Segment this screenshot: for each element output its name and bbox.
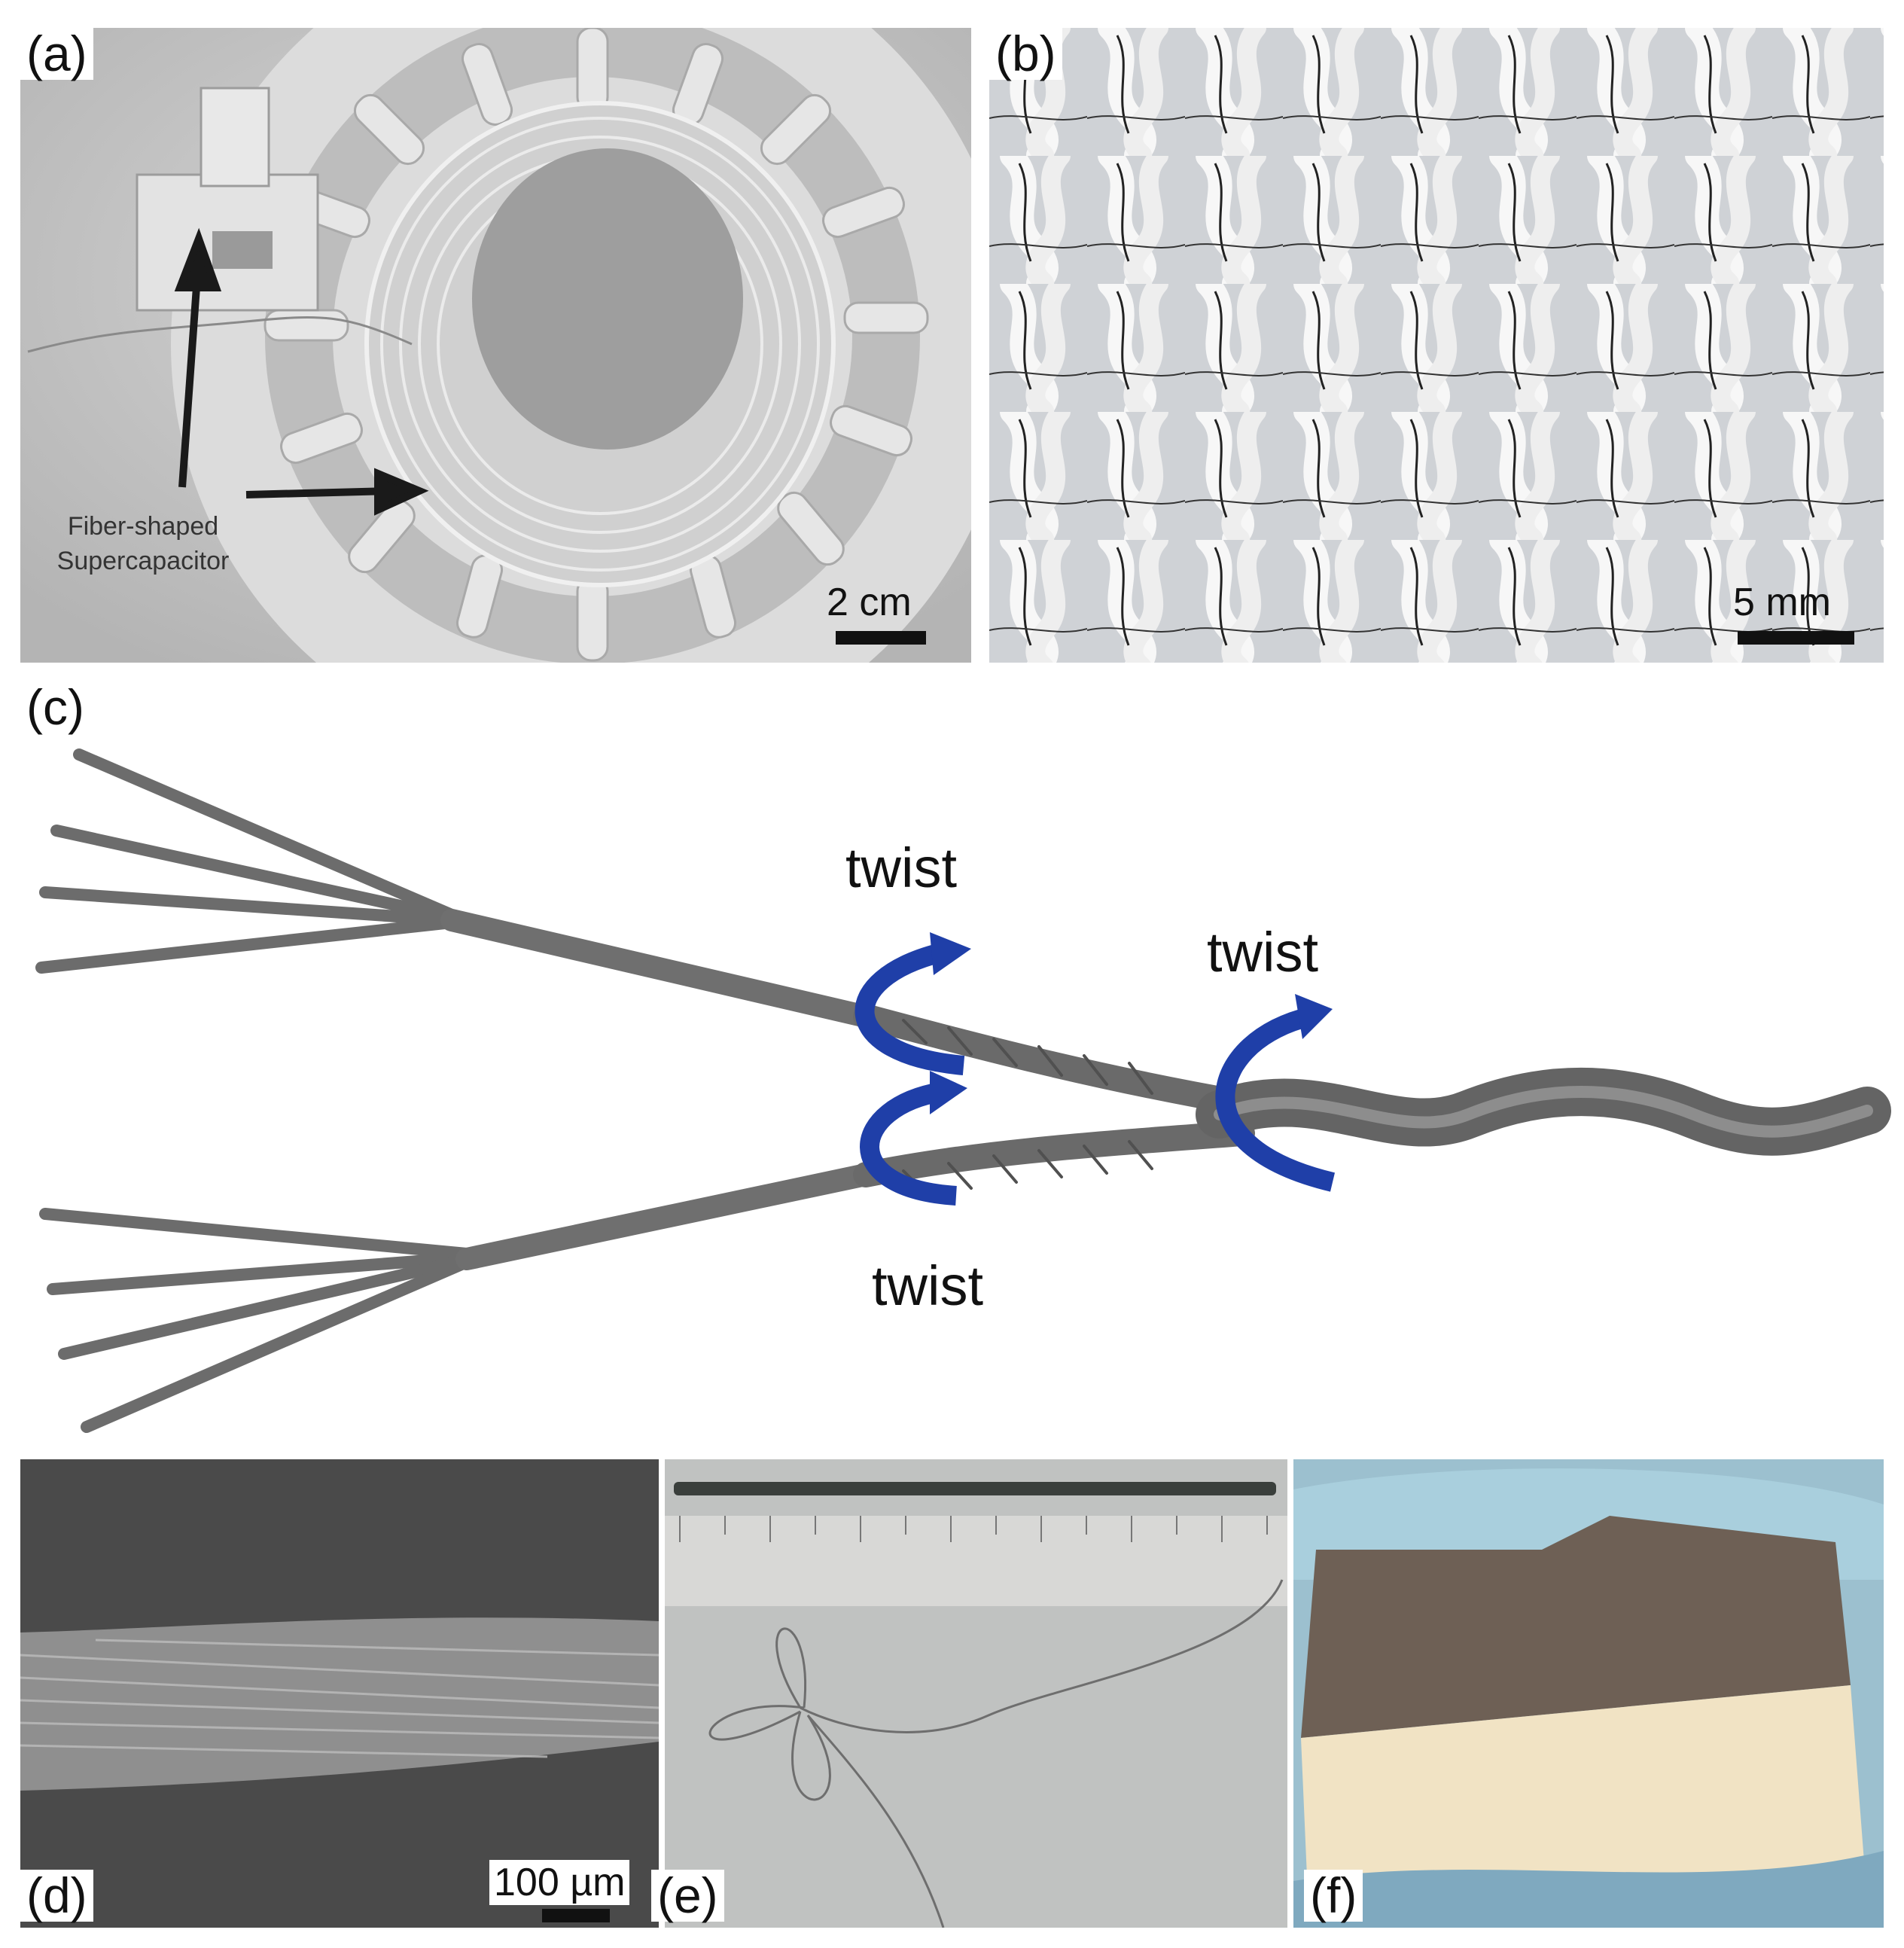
tube-opening <box>472 148 743 450</box>
twist-arrow-top <box>855 943 965 1075</box>
annotation-line-2: Supercapacitor <box>56 546 230 575</box>
sem-fibrils <box>20 1639 659 1758</box>
dark-fabric <box>1301 1516 1851 1738</box>
panel-a-scale-label: 2 cm <box>827 581 912 624</box>
twist-helix-lines <box>902 1019 1153 1195</box>
annotation-line-1: Fiber-shaped <box>67 512 219 541</box>
light-fabric <box>1301 1685 1866 1911</box>
annotation-arrows <box>174 227 429 516</box>
panel-a-scale-bar <box>836 631 926 645</box>
panel-f-label: (f) <box>1304 1869 1363 1922</box>
panel-e-photo <box>665 1459 1287 1928</box>
sem-twisted-fiber <box>20 1459 659 1928</box>
long-fiber-photo <box>665 1459 1287 1928</box>
panel-b-photo <box>989 28 1884 663</box>
bottom-bundle <box>455 1163 877 1270</box>
panel-a-photo <box>20 28 971 663</box>
ruler-ticks <box>679 1516 1268 1542</box>
panel-d-sem <box>20 1459 659 1928</box>
knitting-loom-illustration <box>20 28 971 663</box>
panel-a-annotation: Fiber-shaped Supercapacitor <box>30 510 256 579</box>
panel-e-label: (e) <box>651 1869 724 1922</box>
panel-b-scale-label: 5 mm <box>1733 581 1831 624</box>
sem-fiber-body <box>20 1617 659 1791</box>
fiber-rod <box>674 1482 1276 1495</box>
twist-arrowheads <box>930 932 1333 1114</box>
knit-pattern <box>989 28 1884 663</box>
panel-a-label: (a) <box>20 27 93 81</box>
loom-pegs <box>264 28 929 662</box>
panel-c-label: (c) <box>20 681 90 734</box>
twist-arrow-bottom <box>860 1082 957 1206</box>
supercapacitor-fiber <box>27 316 413 353</box>
panel-d-scale-label: 100 µm <box>489 1860 630 1905</box>
panel-b-label: (b) <box>989 27 1062 81</box>
twist-label-bottom: twist <box>872 1254 983 1317</box>
twist-arrows <box>855 943 1336 1206</box>
panel-d-scale-bar <box>542 1909 610 1922</box>
top-bundle <box>440 909 877 1028</box>
knitted-fabric-illustration <box>989 28 1884 663</box>
twist-arrow-right <box>1215 1007 1336 1192</box>
yarn-carriage <box>136 87 319 312</box>
bottom-fiber-fan <box>39 1208 473 1433</box>
ruler <box>665 1516 1287 1606</box>
fabric-swatch-photo <box>1293 1459 1884 1928</box>
top-fiber-fan <box>35 748 458 974</box>
glove-bottom <box>1293 1851 1884 1928</box>
twist-label-top: twist <box>845 837 957 899</box>
panel-d-label: (d) <box>20 1869 93 1922</box>
twisting-diagram <box>35 748 1891 1433</box>
panel-b-scale-bar <box>1738 631 1854 645</box>
twist-label-right: twist <box>1207 921 1318 983</box>
panel-f-photo <box>1293 1459 1884 1928</box>
looped-fiber <box>708 1579 1284 1928</box>
